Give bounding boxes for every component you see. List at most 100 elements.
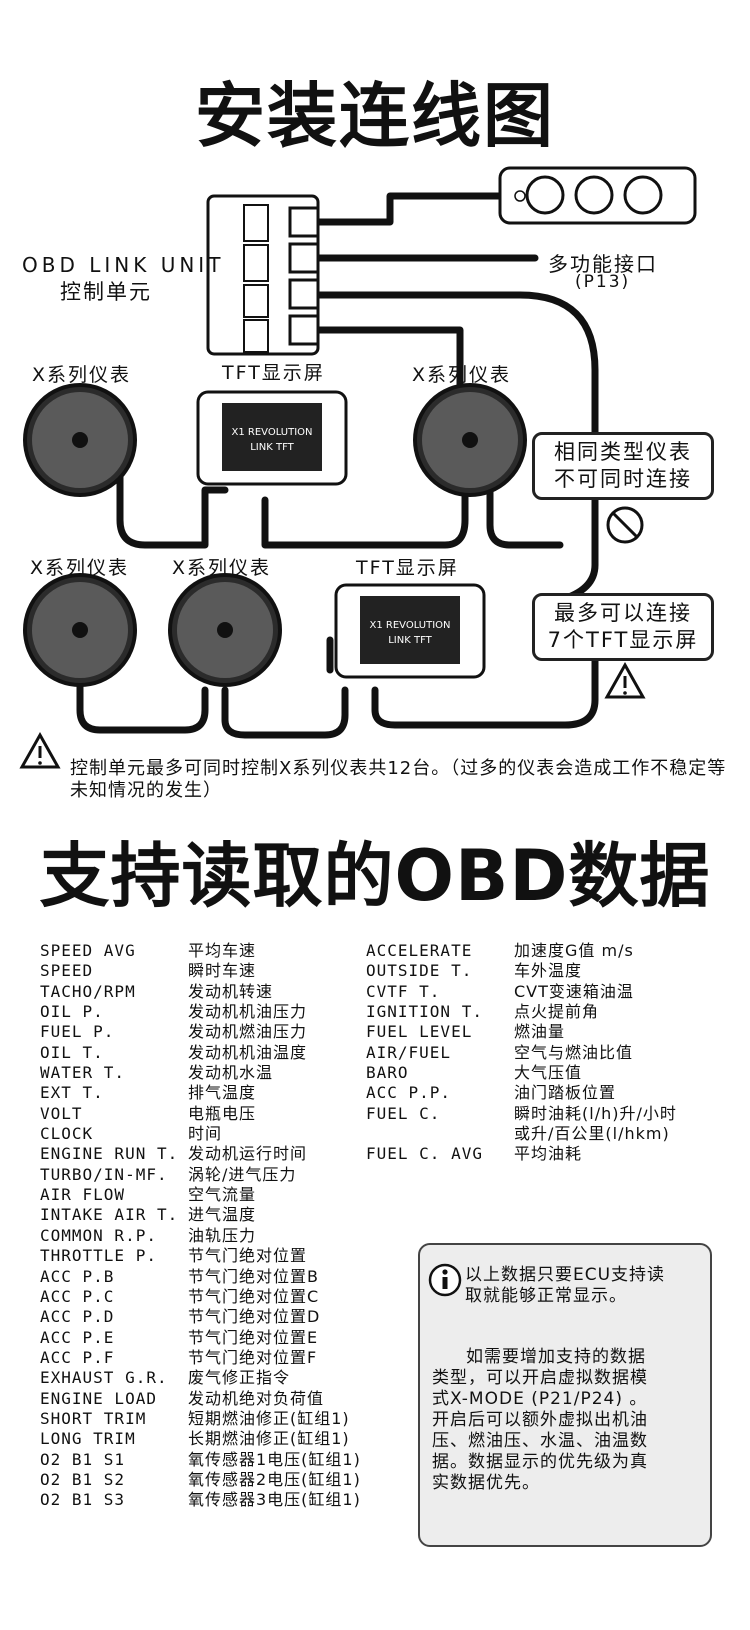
param-description: 油轨压力 (188, 1225, 257, 1245)
param-description: 氧传感器1电压(缸组1) (188, 1449, 361, 1469)
cable-row1-right (486, 466, 564, 549)
param-code (366, 1124, 514, 1144)
cable-row2-mid (221, 686, 349, 739)
table-row: ENGINE LOAD 发动机绝对负荷值 (40, 1389, 361, 1409)
param-code: BARO (366, 1063, 409, 1083)
param-description: 涡轮/进气压力 (188, 1164, 297, 1184)
param-code: FUEL P. (40, 1022, 115, 1042)
param-code: FUEL C. AVG (366, 1144, 483, 1164)
table-row: INTAKE AIR T.进气温度 (40, 1205, 361, 1225)
param-description: 节气门绝对位置F (188, 1347, 318, 1367)
table-row: ACCELERATE 加速度G值 m/s (366, 941, 677, 961)
param-description: 发动机机油压力 (188, 1002, 308, 1022)
table-row: AIR FLOW 空气流量 (40, 1185, 361, 1205)
note-2-line-3: 式X-MODE (P21/P24) 。 (432, 1389, 648, 1409)
param-code: ACC P.E (40, 1327, 115, 1347)
note-2-line-4: 开启后可以额外虚拟出机油 (432, 1410, 648, 1430)
note-block-1: 以上数据只要ECU支持读 取就能够正常显示。 (465, 1265, 705, 1307)
param-code: ACC P.F (40, 1347, 115, 1367)
param-code: O2 B1 S2 (40, 1469, 126, 1489)
param-description: 节气门绝对位置D (188, 1307, 321, 1327)
param-description: 空气流量 (188, 1185, 257, 1205)
warning-triangle-icon (604, 661, 646, 699)
param-description: 进气温度 (188, 1205, 257, 1225)
param-description: 发动机转速 (188, 981, 274, 1001)
tft-1-line-2: LINK TFT (250, 442, 294, 453)
controller-box (498, 166, 697, 225)
param-description: 节气门绝对位置B (188, 1266, 319, 1286)
param-code: WATER T. (40, 1063, 126, 1083)
param-description: 发动机水温 (188, 1063, 274, 1083)
param-description: CVT变速箱油温 (514, 981, 634, 1001)
note-1-line-2: 取就能够正常显示。 (465, 1286, 627, 1306)
gauge-label-3: X系列仪表 (30, 557, 130, 579)
param-description: 或升/百公里(l/hkm) (514, 1124, 670, 1144)
param-code: TURBO/IN-MF. (40, 1164, 168, 1184)
multi-port-label: 多功能接口 (548, 252, 658, 276)
param-code: VOLT (40, 1103, 83, 1123)
section-title-obd-data: 支持读取的OBD数据 (39, 835, 711, 917)
param-code: SHORT TRIM (40, 1408, 147, 1428)
param-description: 大气压值 (514, 1063, 583, 1083)
callout-same-type-line-2: 不可同时连接 (554, 467, 692, 491)
tft-display-2: X1 REVOLUTION LINK TFT (334, 583, 486, 679)
cable-controller (314, 192, 504, 226)
tft-label-2: TFT显示屏 (356, 557, 459, 579)
warning-note-icon (19, 731, 61, 769)
param-description: 平均车速 (188, 941, 257, 960)
obd-link-unit (206, 194, 320, 356)
param-code: OIL P. (40, 1002, 104, 1022)
cable-row1-left (116, 466, 229, 549)
note-2-line-1: 如需要增加支持的数据 (466, 1347, 646, 1367)
param-code: SPEED AVG (40, 941, 136, 960)
table-row: CVTF T.CVT变速箱油温 (366, 982, 677, 1002)
param-code: CLOCK (40, 1124, 94, 1144)
param-code: ENGINE LOAD (40, 1388, 157, 1408)
param-description: 排气温度 (188, 1083, 257, 1103)
param-description: 空气与燃油比值 (514, 1042, 634, 1062)
param-description: 点火提前角 (514, 1002, 600, 1022)
table-row: FUEL P.发动机燃油压力 (40, 1022, 361, 1042)
cable-row2-left (76, 681, 209, 734)
table-row: ACC P.F 节气门绝对位置F (40, 1348, 361, 1368)
param-code: EXT T. (40, 1083, 104, 1103)
param-code: LONG TRIM (40, 1429, 136, 1449)
param-code: AIR FLOW (40, 1185, 126, 1205)
note-2-line-6: 据。数据显示的优先级为真 (432, 1452, 648, 1472)
table-row: ACC P.P.油门踏板位置 (366, 1083, 677, 1103)
table-row: FUEL C.瞬时油耗(l/h)升/小时 (366, 1104, 677, 1124)
tft-label-1: TFT显示屏 (222, 362, 325, 384)
tft-2-line-2: LINK TFT (388, 635, 432, 646)
table-row: 或升/百公里(l/hkm) (366, 1124, 677, 1144)
param-description: 发动机绝对负荷值 (188, 1388, 325, 1408)
info-note-box: 以上数据只要ECU支持读 取就能够正常显示。 如需要增加支持的数据 类型，可以开… (418, 1243, 712, 1547)
param-code: ACCELERATE (366, 941, 473, 960)
note-2-line-2: 类型，可以开启虚拟数据模 (432, 1368, 648, 1388)
table-row: COMMON R.P.油轨压力 (40, 1226, 361, 1246)
table-row: EXHAUST G.R.废气修正指令 (40, 1368, 361, 1388)
param-description: 电瓶电压 (188, 1103, 257, 1123)
param-description: 加速度G值 m/s (514, 941, 634, 960)
warning-note: 控制单元最多可同时控制X系列仪表共12台。（过多的仪表会造成工作不稳定等未知情况… (70, 758, 727, 801)
note-block-2: 如需要增加支持的数据 类型，可以开启虚拟数据模 式X-MODE (P21/P24… (432, 1347, 704, 1494)
param-code: OUTSIDE T. (366, 961, 473, 981)
param-description: 时间 (188, 1124, 223, 1144)
param-description: 瞬时油耗(l/h)升/小时 (514, 1103, 677, 1123)
table-row: TURBO/IN-MF. 涡轮/进气压力 (40, 1165, 361, 1185)
table-row: OIL P. 发动机机油压力 (40, 1002, 361, 1022)
note-2-line-7: 实数据优先。 (432, 1473, 540, 1493)
tft-1-line-1: X1 REVOLUTION (232, 427, 313, 438)
callout-same-type-line-1: 相同类型仪表 (554, 440, 692, 464)
param-description: 瞬时车速 (188, 961, 257, 981)
